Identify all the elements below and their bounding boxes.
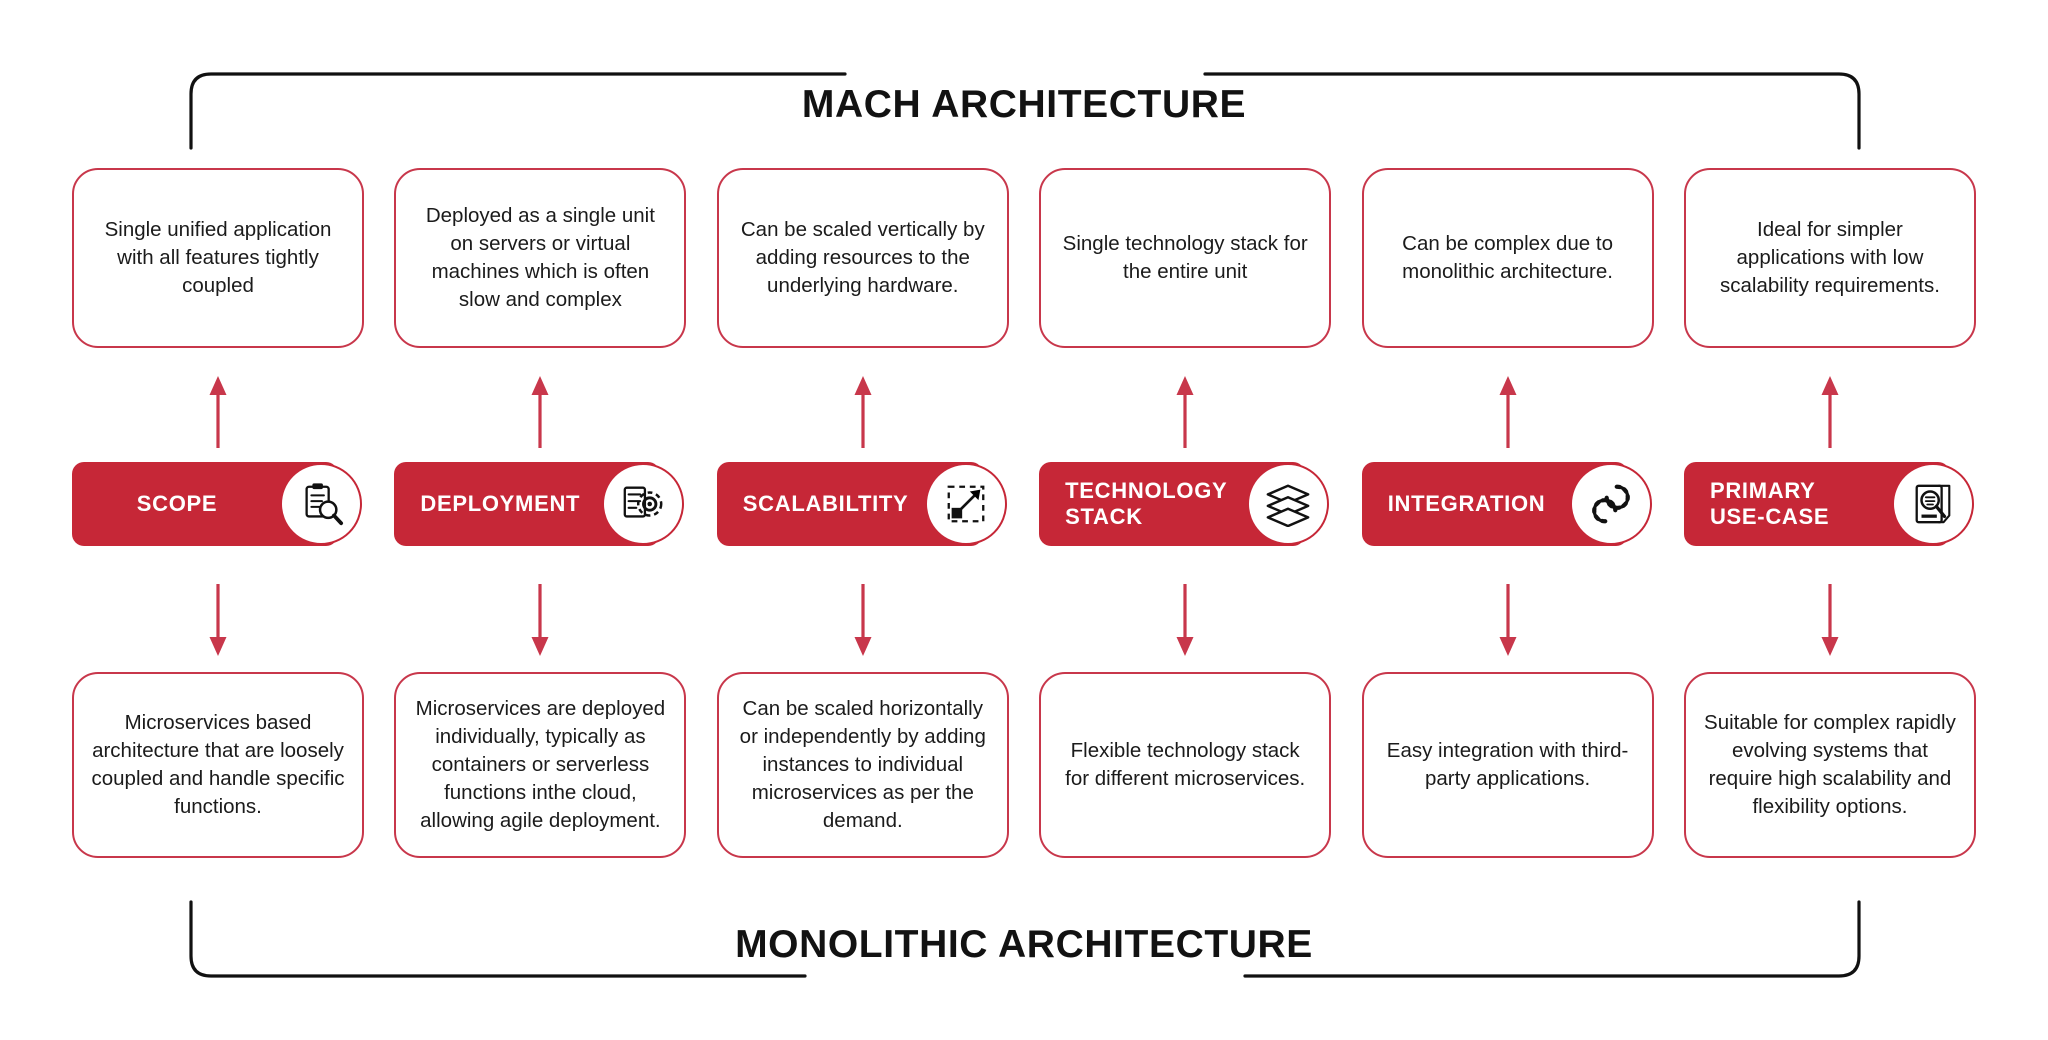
arrow-down-technology-stack-icon	[1172, 584, 1198, 656]
column-integration-pill: INTEGRATION	[1361, 376, 1654, 656]
column-primary-use-case-bottom: Suitable for complex rapidly evolving sy…	[1683, 672, 1976, 858]
resize-expand-icon	[924, 463, 1007, 545]
mach-card-deployment: Deployed as a single unit on servers or …	[394, 168, 687, 348]
pill-scalability-label: SCALABILTITY	[742, 491, 909, 517]
column-technology-stack-bottom: Flexible technology stack for different …	[1039, 672, 1332, 858]
interlocking-gears-icon	[1569, 463, 1652, 545]
document-gear-icon	[602, 463, 685, 545]
monolithic-card-scalability-text: Can be scaled horizontally or independen…	[739, 697, 986, 832]
monolithic-card-scope: Microservices based architecture that ar…	[72, 672, 364, 858]
mach-card-scalability: Can be scaled vertically by adding resou…	[716, 168, 1009, 348]
monolithic-architecture-title: MONOLITHIC ARCHITECTURE	[709, 923, 1339, 967]
arrow-down-scope-icon	[205, 584, 231, 656]
monolithic-card-integration: Easy integration with third-party applic…	[1361, 672, 1654, 858]
monolithic-card-primary-use-case-text: Suitable for complex rapidly evolving sy…	[1704, 711, 1956, 818]
arrow-up-scope-icon	[205, 376, 231, 448]
monolithic-card-scope-text: Microservices based architecture that ar…	[91, 711, 345, 818]
column-technology-stack-pill: TECHNOLOGY STACK	[1039, 376, 1331, 656]
column-scope-bottom: Microservices based architecture that ar…	[72, 672, 364, 858]
monolithic-card-integration-text: Easy integration with third-party applic…	[1386, 739, 1629, 790]
column-technology-stack-top: Single technology stack for the entire u…	[1039, 168, 1332, 348]
mach-card-primary-use-case: Ideal for simpler applications with low …	[1683, 168, 1976, 348]
arrow-down-deployment-icon	[527, 584, 553, 656]
column-scalability-pill: SCALABILTITY	[716, 376, 1009, 656]
arrow-up-scalability-icon	[850, 376, 876, 448]
pill-deployment-label: DEPLOYMENT	[420, 491, 581, 517]
arrow-down-scalability-icon	[850, 584, 876, 656]
monolithic-cards-row: Microservices based architecture that ar…	[72, 672, 1976, 858]
monolithic-card-deployment-text: Microservices are deployed individually,…	[415, 697, 666, 832]
mach-card-scope: Single unified application with all feat…	[72, 168, 364, 348]
mach-card-scalability-text: Can be scaled vertically by adding resou…	[740, 218, 985, 297]
pill-integration-label: INTEGRATION	[1387, 491, 1546, 517]
pill-scope-label: SCOPE	[136, 491, 218, 517]
pill-technology-stack[interactable]: TECHNOLOGY STACK	[1039, 462, 1330, 546]
column-deployment-pill: DEPLOYMENT	[394, 376, 686, 656]
document-search-icon	[1891, 463, 1974, 545]
monolithic-card-technology-stack-text: Flexible technology stack for different …	[1065, 739, 1306, 790]
column-integration-bottom: Easy integration with third-party applic…	[1361, 672, 1654, 858]
monolithic-card-technology-stack: Flexible technology stack for different …	[1039, 672, 1332, 858]
arrow-up-primary-use-case-icon	[1817, 376, 1843, 448]
clipboard-magnifier-icon	[280, 463, 362, 545]
column-scalability-bottom: Can be scaled horizontally or independen…	[716, 672, 1009, 858]
column-primary-use-case-top: Ideal for simpler applications with low …	[1683, 168, 1976, 348]
pill-technology-stack-label: TECHNOLOGY STACK	[1065, 478, 1228, 529]
mach-card-integration: Can be complex due to monolithic archite…	[1361, 168, 1654, 348]
mach-card-primary-use-case-text: Ideal for simpler applications with low …	[1720, 218, 1940, 297]
pill-primary-use-case[interactable]: PRIMARY USE-CASE	[1683, 462, 1974, 546]
arrow-up-deployment-icon	[527, 376, 553, 448]
mach-card-integration-text: Can be complex due to monolithic archite…	[1402, 232, 1613, 283]
column-scope-pill: SCOPE	[72, 376, 364, 656]
pill-scope[interactable]: SCOPE	[72, 462, 362, 546]
mach-card-technology-stack-text: Single technology stack for the entire u…	[1062, 232, 1308, 283]
criteria-pills-row: SCOPE	[72, 376, 1976, 656]
mach-cards-row: Single unified application with all feat…	[72, 168, 1976, 348]
layers-stack-icon	[1247, 463, 1330, 545]
mach-card-technology-stack: Single technology stack for the entire u…	[1039, 168, 1332, 348]
arrow-down-primary-use-case-icon	[1817, 584, 1843, 656]
monolithic-bracket-footer: MONOLITHIC ARCHITECTURE	[0, 900, 2048, 990]
monolithic-card-deployment: Microservices are deployed individually,…	[394, 672, 687, 858]
mach-card-scope-text: Single unified application with all feat…	[104, 218, 332, 297]
column-scope-top: Single unified application with all feat…	[72, 168, 364, 348]
column-integration-top: Can be complex due to monolithic archite…	[1361, 168, 1654, 348]
column-deployment-bottom: Microservices are deployed individually,…	[394, 672, 687, 858]
arrow-up-integration-icon	[1495, 376, 1521, 448]
pill-scalability[interactable]: SCALABILTITY	[716, 462, 1007, 546]
arrow-down-integration-icon	[1495, 584, 1521, 656]
mach-card-deployment-text: Deployed as a single unit on servers or …	[425, 204, 655, 311]
column-scalability-top: Can be scaled vertically by adding resou…	[716, 168, 1009, 348]
mach-bracket-header: MACH ARCHITECTURE	[0, 60, 2048, 150]
mach-architecture-title: MACH ARCHITECTURE	[775, 83, 1273, 127]
pill-integration[interactable]: INTEGRATION	[1361, 462, 1652, 546]
monolithic-card-primary-use-case: Suitable for complex rapidly evolving sy…	[1683, 672, 1976, 858]
pill-primary-use-case-label: PRIMARY USE-CASE	[1709, 478, 1830, 529]
pill-deployment[interactable]: DEPLOYMENT	[394, 462, 685, 546]
column-deployment-top: Deployed as a single unit on servers or …	[394, 168, 687, 348]
arrow-up-technology-stack-icon	[1172, 376, 1198, 448]
column-primary-use-case-pill: PRIMARY USE-CASE	[1683, 376, 1976, 656]
monolithic-card-scalability: Can be scaled horizontally or independen…	[716, 672, 1009, 858]
